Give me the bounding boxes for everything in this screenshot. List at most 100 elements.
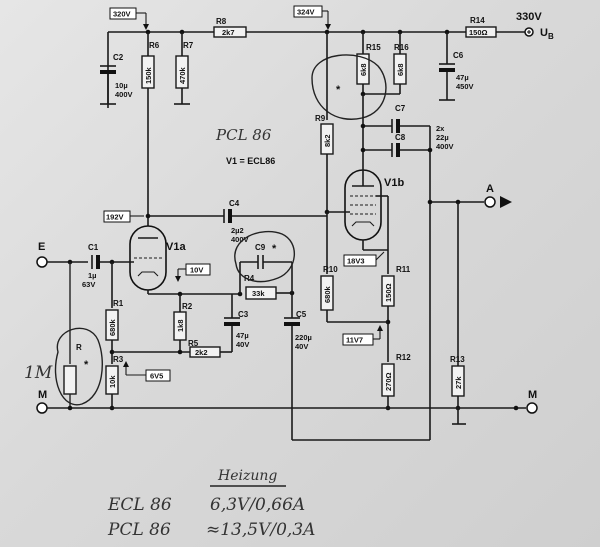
svg-text:PCL 86: PCL 86	[107, 520, 171, 540]
svg-text:R1: R1	[113, 299, 124, 308]
svg-text:18V3: 18V3	[347, 257, 365, 266]
svg-text:270Ω: 270Ω	[384, 372, 393, 391]
capacitor-c8: C8 2x 22µ 400V	[360, 124, 454, 440]
svg-text:R13: R13	[450, 355, 465, 364]
svg-text:400V: 400V	[436, 142, 454, 151]
svg-text:R12: R12	[396, 353, 411, 362]
svg-text:R3: R3	[113, 355, 124, 364]
svg-text:330V: 330V	[516, 11, 542, 23]
tag-10v: 10V	[175, 263, 211, 282]
capacitor-c5: C5 220µ 40V	[284, 293, 430, 441]
svg-text:R5: R5	[188, 339, 199, 348]
svg-text:2µ2: 2µ2	[231, 226, 244, 235]
svg-text:47µ: 47µ	[456, 73, 469, 82]
svg-text:V1b: V1b	[384, 177, 404, 189]
resistor-r6: R6 150k	[141, 32, 160, 226]
svg-text:C5: C5	[296, 310, 307, 319]
svg-text:C7: C7	[395, 104, 406, 113]
svg-text:150Ω: 150Ω	[469, 28, 488, 37]
capacitor-c4: C4 2µ2 400V	[145, 199, 327, 244]
resistor-r13: R13 27k	[450, 202, 465, 411]
svg-text:R2: R2	[182, 302, 193, 311]
svg-text:8k2: 8k2	[323, 134, 332, 147]
capacitor-c6: C6 47µ 450V	[439, 32, 474, 101]
svg-text:B: B	[548, 32, 554, 41]
svg-text:320V: 320V	[113, 10, 131, 19]
capacitor-c2: C2 10µ 400V	[100, 53, 133, 105]
svg-text:R: R	[76, 343, 82, 352]
svg-text:R16: R16	[394, 43, 409, 52]
svg-text:6V5: 6V5	[150, 372, 163, 381]
svg-text:2x: 2x	[436, 124, 445, 133]
svg-text:680k: 680k	[108, 318, 117, 336]
svg-text:150k: 150k	[144, 66, 153, 84]
resistor-r11: R11 150Ω	[327, 250, 411, 362]
svg-text:10V: 10V	[190, 266, 203, 275]
svg-text:C9: C9	[255, 243, 266, 252]
tag-192v: 192V	[103, 210, 144, 223]
input-e: E	[36, 241, 88, 268]
capacitor-c7: C7	[360, 94, 430, 154]
svg-text:R10: R10	[323, 265, 338, 274]
svg-text:324V: 324V	[297, 8, 315, 17]
svg-text:150Ω: 150Ω	[384, 283, 393, 302]
svg-text:R11: R11	[396, 265, 411, 274]
capacitor-c3: C3 47µ 40V	[224, 294, 249, 352]
svg-text:6k8: 6k8	[396, 63, 405, 76]
svg-text:*: *	[84, 359, 89, 371]
terminal-ub: 330V U B	[516, 11, 554, 41]
handdrawn-resistor-r: R * 1M	[24, 262, 103, 408]
tube-v1a: V1a	[129, 225, 186, 294]
svg-text:M: M	[528, 389, 537, 401]
svg-text:R14: R14	[470, 16, 485, 25]
svg-text:40V: 40V	[236, 340, 249, 349]
resistor-r7: R7 470k	[174, 32, 194, 105]
svg-text:2k2: 2k2	[195, 348, 208, 357]
svg-text:40V: 40V	[295, 342, 308, 351]
svg-text:*: *	[336, 84, 341, 96]
tube-v1b: V1b	[327, 154, 404, 251]
svg-text:47µ: 47µ	[236, 331, 249, 340]
resistor-r3: R3 10k	[105, 349, 124, 411]
ground-rail: M M	[36, 389, 538, 425]
resistor-r4: R4 33k	[244, 274, 295, 300]
tag-6v5: 6V5	[123, 361, 171, 382]
svg-text:R4: R4	[244, 274, 255, 283]
tube-type-handwritten: PCL 86	[215, 126, 272, 144]
svg-text:1M: 1M	[24, 363, 53, 383]
resistor-r12: R12 270Ω	[381, 353, 411, 411]
tag-18v3: 18V3	[343, 251, 385, 267]
svg-text:*: *	[272, 243, 277, 255]
svg-text:R15: R15	[366, 43, 381, 52]
svg-text:R9: R9	[315, 114, 326, 123]
svg-text:1k8: 1k8	[176, 319, 185, 332]
svg-text:6k8: 6k8	[359, 63, 368, 76]
svg-text:≈13,5V/0,3A: ≈13,5V/0,3A	[206, 520, 315, 540]
capacitor-c1: C1 1µ 63V	[82, 243, 134, 289]
heater-notes: Heizung ECL 86 6,3V/0,66A PCL 86 ≈13,5V/…	[107, 468, 315, 540]
svg-text:A: A	[486, 183, 494, 195]
resistor-r9: R9 8k2	[315, 32, 334, 215]
tag-324v: 324V	[293, 5, 331, 30]
svg-text:10µ: 10µ	[115, 81, 128, 90]
resistor-r8: R8 2k7	[213, 17, 247, 38]
svg-text:C3: C3	[238, 310, 249, 319]
tag-11v7: 11V7	[342, 325, 383, 346]
resistor-r15: R15 6k8	[356, 32, 381, 94]
svg-text:680k: 680k	[323, 285, 332, 303]
svg-text:10k: 10k	[108, 375, 117, 388]
svg-text:450V: 450V	[456, 82, 474, 91]
svg-text:400V: 400V	[231, 235, 249, 244]
handdrawn-mark-r15: *	[311, 54, 387, 120]
tube-definition: V1 = ECL86	[226, 156, 275, 166]
svg-text:400V: 400V	[115, 90, 133, 99]
b-plus-rail	[107, 29, 525, 108]
svg-text:C1: C1	[88, 243, 99, 252]
svg-text:E: E	[38, 241, 45, 253]
resistor-r1: R1 680k	[105, 262, 124, 364]
resistor-r10: R10 680k	[320, 212, 338, 322]
svg-text:C4: C4	[229, 199, 240, 208]
svg-text:470k: 470k	[178, 66, 187, 84]
